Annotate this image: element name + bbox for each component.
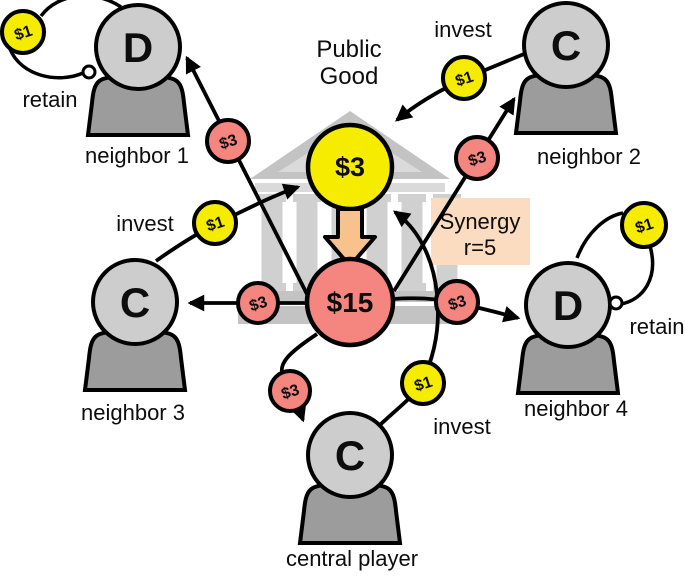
multiplied-pot (304, 256, 396, 348)
player-strategy-letter: C (551, 22, 581, 69)
player-label-neighbor2: neighbor 2 (537, 144, 641, 169)
retain-handle-neighbor1 (81, 64, 97, 80)
synergy-label: Synergy (440, 209, 521, 234)
invest-label-neighbor3: invest (116, 211, 173, 236)
coin-value: $3 (446, 293, 468, 315)
invest-label-neighbor2: invest (434, 17, 491, 42)
invest-label-central: invest (433, 414, 490, 439)
player-label-neighbor3: neighbor 3 (81, 400, 185, 425)
public-good-title-line2: Good (320, 63, 379, 90)
coin-value: $3 (466, 149, 488, 171)
coin-value: $3 (247, 294, 269, 316)
retain-loop-curve (575, 211, 624, 259)
player-strategy-letter: C (335, 432, 365, 479)
coin-invest-neighbor3: $1 (192, 200, 238, 246)
arrow-pot-to-neighbor1 (185, 55, 312, 301)
player-central: C (297, 411, 403, 545)
coin-value: $3 (217, 132, 239, 154)
retain-loop-curve (620, 245, 655, 306)
player-head (91, 258, 179, 346)
player-neighbor1: D (85, 3, 191, 137)
bank-column (293, 194, 321, 291)
coin-payout-neighbor4: $3 (434, 279, 480, 325)
player-head (306, 411, 394, 499)
player-neighbor2: C (513, 1, 619, 135)
public-good-title-line1: Public (316, 36, 381, 63)
retain-loop-neighbor1 (8, 0, 122, 80)
coin-value: $1 (412, 374, 434, 396)
player-strategy-letter: C (120, 279, 150, 326)
player-strategy-letter: D (123, 24, 153, 71)
player-label-neighbor4: neighbor 4 (524, 396, 628, 421)
player-label-central: central player (286, 546, 418, 571)
retain-loop-curve (39, 0, 122, 18)
coin-invest-neighbor2: $1 (441, 55, 487, 101)
retain-handle-neighbor4 (608, 295, 624, 311)
player-neighbor4: D (515, 261, 621, 395)
player-strategy-letter: D (553, 282, 583, 329)
coin-value: $1 (453, 69, 475, 91)
synergy-multiplier-arrow (323, 207, 377, 268)
pool-value: $3 (335, 152, 365, 182)
arrow-pot-to-neighbor2 (392, 96, 516, 293)
coin-payout-neighbor1: $3 (205, 118, 251, 164)
synergy-factor: r=5 (464, 235, 496, 260)
coin-value: $1 (633, 216, 655, 238)
coin-value: $1 (204, 214, 226, 236)
player-neighbor3: C (82, 258, 188, 392)
synergy-box (431, 198, 530, 265)
retain-label-neighbor4: retain (629, 314, 684, 339)
coin-payout-neighbor2: $3 (454, 135, 500, 181)
coin-value: $3 (279, 382, 301, 404)
player-head (522, 1, 610, 89)
coin-payout-central: $3 (268, 369, 312, 413)
retain-label-neighbor1: retain (22, 87, 77, 112)
coin-invest-central: $1 (400, 360, 446, 406)
player-head (94, 3, 182, 91)
retain-loop-neighbor4 (575, 211, 655, 306)
retain-loop-curve (8, 48, 84, 80)
coin-payout-neighbor3: $3 (236, 281, 280, 325)
pot-value: $15 (327, 287, 374, 318)
player-label-neighbor1: neighbor 1 (85, 143, 189, 168)
coin-retain-neighbor1: $1 (0, 9, 46, 55)
coin-retain-neighbor4: $1 (620, 201, 668, 249)
coin-value: $1 (12, 23, 34, 45)
synergy-note: Synergy r=5 (431, 198, 530, 265)
